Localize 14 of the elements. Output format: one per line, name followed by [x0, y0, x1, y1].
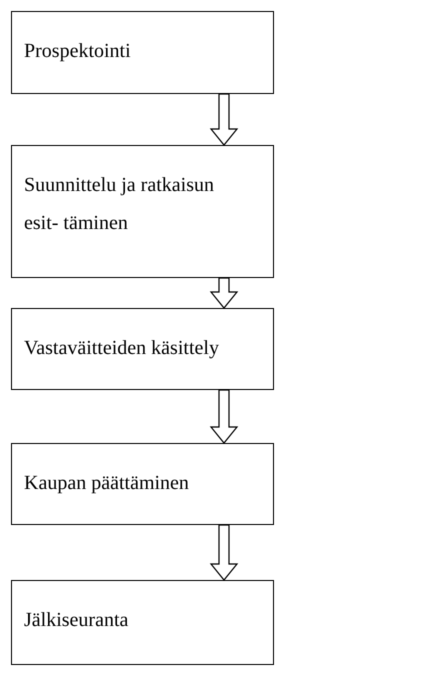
process-box [11, 443, 274, 525]
step-label: Prospektointi [24, 39, 131, 64]
block-arrow [210, 277, 238, 309]
process-box [11, 308, 274, 390]
step-label: Kaupan päättäminen [24, 471, 189, 496]
block-arrow [210, 93, 238, 146]
block-arrow [210, 524, 238, 581]
block-arrow [210, 389, 238, 444]
process-box [11, 11, 274, 94]
process-box [11, 580, 274, 665]
step-label: Jälkiseuranta [24, 608, 128, 633]
step-label: Vastaväitteiden käsittely [24, 336, 219, 361]
process-box [11, 145, 274, 278]
step-label: Suunnittelu ja ratkaisun esit- täminen [24, 173, 215, 236]
